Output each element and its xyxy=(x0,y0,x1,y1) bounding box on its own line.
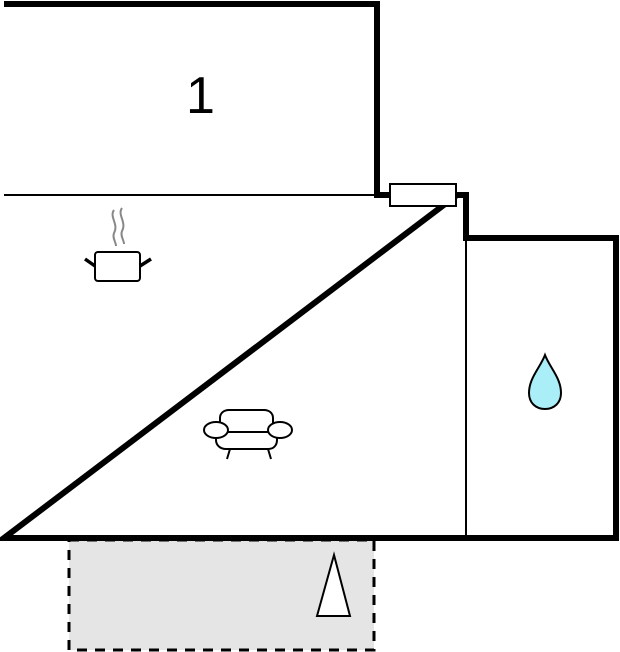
room-label-bedroom: 1 xyxy=(186,67,215,125)
cooking-pot-icon xyxy=(83,207,152,282)
north-arrow-icon xyxy=(315,551,352,617)
window xyxy=(389,183,457,207)
water-drop-icon xyxy=(527,352,563,411)
sofa-icon xyxy=(203,409,293,460)
outer-wall xyxy=(0,1,619,541)
